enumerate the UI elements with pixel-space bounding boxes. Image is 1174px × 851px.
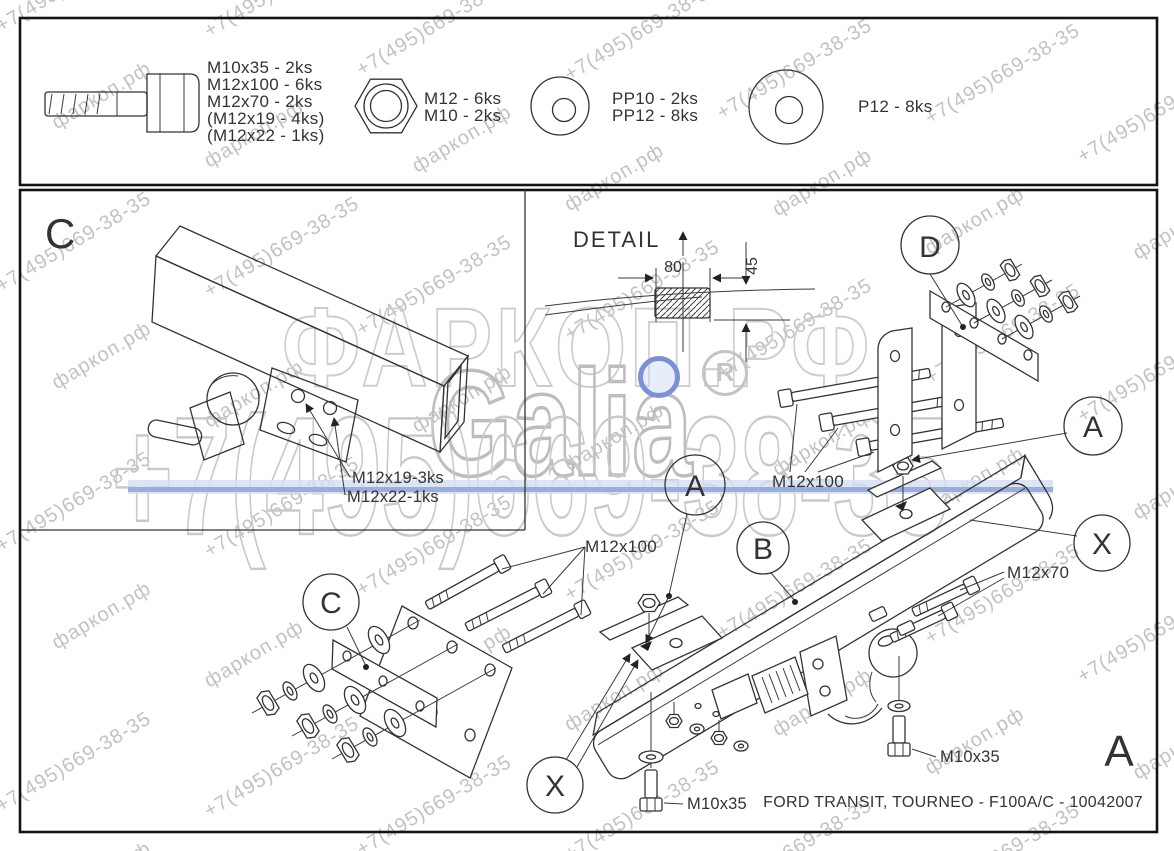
main-crossbeam [592, 453, 1054, 780]
bolt-m10x35-right [887, 656, 911, 757]
bolt-icon [44, 73, 200, 133]
ball-hitch-inset [147, 367, 359, 463]
bolts-m12x70 [868, 575, 981, 643]
washer-nut-trains-right [945, 258, 1081, 340]
label-m10x35-bottom: M10x35 [687, 795, 747, 813]
spring-washer-icon [530, 76, 590, 136]
callout-c: C [320, 587, 342, 620]
bolts-m12x100-left [424, 554, 592, 654]
bolt-size-label: (M12x19 - 4ks) [207, 109, 325, 128]
detail-view: DETAIL 80 45 [544, 227, 816, 362]
spacer-plate-left [630, 615, 724, 671]
corner-section-letter: A [1104, 727, 1134, 776]
label-m12x100-right: M12x100 [772, 472, 844, 491]
flat-washer-label: P12 - 8ks [858, 97, 933, 116]
backing-plate-d [929, 289, 1039, 383]
watermark-underline [128, 487, 1053, 492]
inset-note: M12x22-1ks [347, 488, 439, 506]
detail-width-dim: 80 [664, 259, 682, 276]
nut-icon [354, 78, 418, 134]
detail-height-dim: 45 [744, 257, 761, 275]
label-m12x70: M12x70 [1007, 563, 1069, 582]
spacer-plate-right [860, 487, 952, 542]
callout-circles: A A B C D X X [302, 215, 1131, 814]
main-box-frame [18, 188, 1159, 834]
spring-washer-label: PP12 - 8ks [612, 106, 698, 125]
bumper-step-bracket [711, 656, 809, 720]
inset-letter: C [45, 210, 75, 257]
inset-c: C M12x19-3ks M [20, 190, 526, 531]
inset-note: M12x19-3ks [352, 469, 444, 487]
leader-lines [346, 273, 1078, 805]
registered-trademark-icon: R [702, 350, 748, 396]
bolt-size-label: (M12x22 - 1ks) [207, 126, 325, 145]
nut-size-label: M12 - 6ks [424, 89, 501, 108]
callout-a-right: A [1083, 411, 1103, 444]
nut-size-label: M10 - 2ks [424, 106, 501, 125]
bolt-size-label: M10x35 - 2ks [207, 58, 313, 77]
callout-a-mid: A [685, 470, 705, 503]
bolt-m10x35-bottom [638, 692, 664, 812]
galia-blue-dot-icon [638, 356, 680, 398]
label-m12x100-left: M12x100 [585, 537, 657, 556]
callout-x-bottom: X [545, 770, 565, 803]
bolt-size-label: M12x100 - 6ks [207, 75, 322, 94]
flat-washer-icon [748, 69, 824, 145]
spring-washer-label: PP10 - 2ks [612, 89, 698, 108]
callout-d: D [919, 231, 941, 264]
crossbeam-tube [151, 225, 470, 455]
label-m10x35-right: M10x35 [940, 748, 1000, 766]
callout-b: B [753, 533, 773, 566]
parts-box-frame [18, 16, 1159, 187]
callout-x-right: X [1092, 528, 1112, 561]
bumper-cutout [654, 287, 711, 319]
washer-nut-trains-left [251, 619, 497, 763]
detail-title: DETAIL [573, 227, 660, 252]
bolt-size-label: M12x70 - 2ks [207, 92, 313, 111]
drawing-title: FORD TRANSIT, TOURNEO - F100A/C - 100420… [763, 794, 1143, 811]
under-beam-hardware [665, 702, 749, 752]
